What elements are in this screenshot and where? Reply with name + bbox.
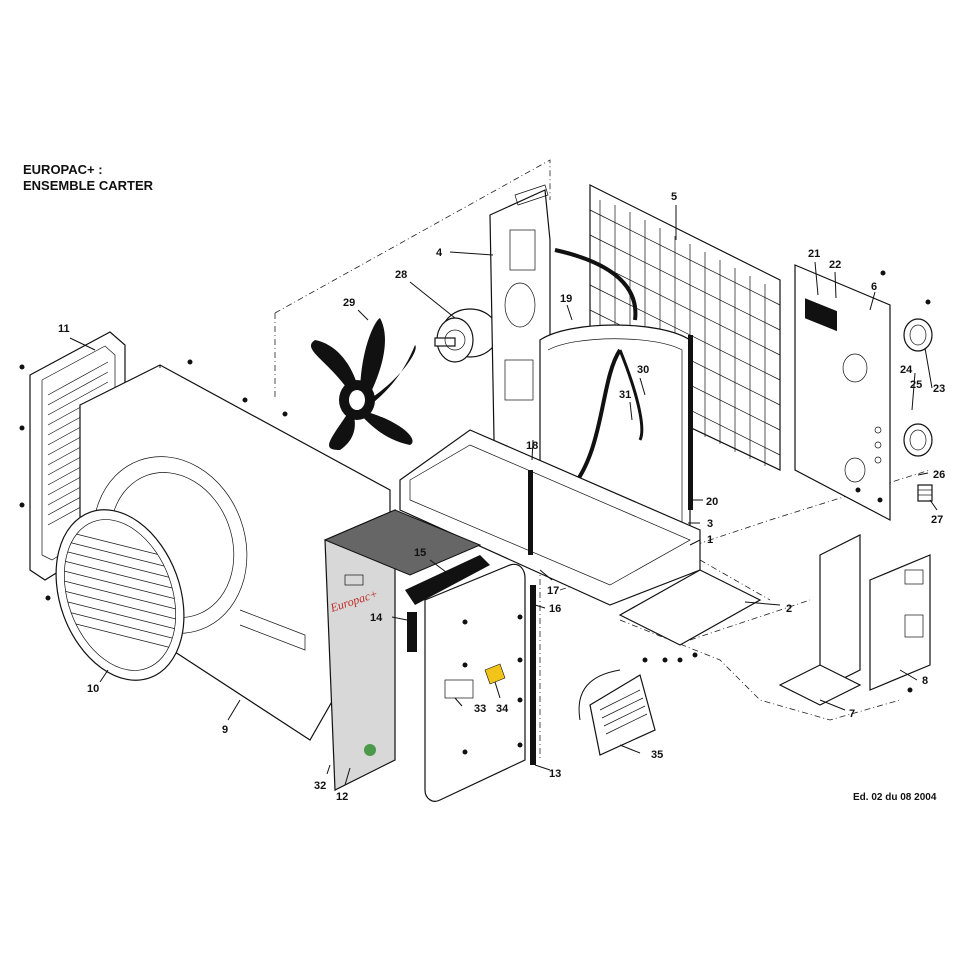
part-10-front-grille	[55, 509, 185, 681]
callout-6: 6	[871, 281, 877, 293]
part-27-cable-gland	[917, 484, 933, 502]
part-12-front-panel: Europac+	[323, 509, 482, 791]
callout-21: 21	[808, 248, 820, 260]
callout-25: 25	[910, 379, 922, 391]
part-18-joint	[528, 470, 533, 555]
part-16-joint	[530, 585, 536, 765]
callout-34: 34	[496, 703, 509, 715]
callout-27: 27	[931, 514, 943, 526]
callout-20: 20	[706, 496, 718, 508]
callout-11: 11	[58, 323, 70, 335]
callout-17: 17	[547, 585, 559, 597]
callout-29: 29	[343, 297, 355, 309]
callout-23: 23	[933, 383, 945, 395]
callout-33: 33	[474, 703, 486, 715]
part-8-electrical-panel	[869, 554, 931, 691]
callout-18: 18	[526, 440, 538, 452]
callout-28: 28	[395, 269, 407, 281]
part-33-access-panel	[424, 563, 526, 802]
callout-30: 30	[637, 364, 649, 376]
callout-13: 13	[549, 768, 561, 780]
title-line-2: ENSEMBLE CARTER	[23, 178, 154, 193]
screws	[19, 270, 931, 755]
callout-12: 12	[336, 791, 348, 803]
edition-date: Ed. 02 du 08 2004	[853, 792, 937, 803]
leader-lines	[69, 205, 938, 786]
part-23-grommets	[903, 318, 933, 457]
part-29-fan-propeller	[310, 318, 416, 450]
callout-35: 35	[651, 749, 663, 761]
part-2-base-plate	[618, 569, 762, 646]
callout-24: 24	[900, 364, 913, 376]
part-35-label-sheet	[578, 669, 656, 756]
callout-14: 14	[370, 612, 383, 624]
callout-3: 3	[707, 518, 713, 530]
callout-4: 4	[436, 247, 443, 259]
callout-8: 8	[922, 675, 928, 687]
part-28-fan-motor	[434, 308, 499, 363]
callout-1: 1	[707, 534, 713, 546]
diagram-title: EUROPAC+ : ENSEMBLE CARTER	[23, 162, 153, 194]
callout-5: 5	[671, 191, 677, 203]
part-14-gasket	[407, 612, 417, 652]
part-15-seal-frame	[405, 555, 490, 605]
callout-7: 7	[849, 708, 855, 720]
callout-15: 15	[414, 547, 426, 559]
callout-22: 22	[829, 259, 841, 271]
callout-31: 31	[619, 389, 631, 401]
callout-16: 16	[549, 603, 561, 615]
part-6-side-panel	[794, 264, 891, 521]
title-line-1: EUROPAC+ :	[23, 162, 103, 177]
callout-10: 10	[87, 683, 99, 695]
part-20-vertical-joint	[688, 335, 693, 510]
callout-19: 19	[560, 293, 572, 305]
callout-labels: 1 2 3 4 5 6 7 8 9 10 11 12 13 14 15 16 1…	[58, 191, 945, 803]
callout-2: 2	[786, 603, 792, 615]
part-7-electrical-bracket	[778, 534, 862, 706]
callout-9: 9	[222, 724, 228, 736]
callout-26: 26	[933, 469, 945, 481]
callout-32: 32	[314, 780, 326, 792]
